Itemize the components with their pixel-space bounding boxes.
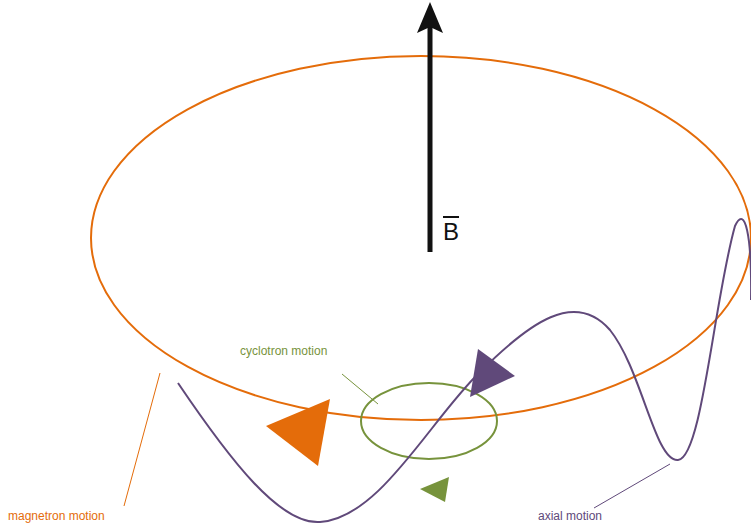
magnetron-orbit bbox=[91, 56, 751, 420]
leader-line bbox=[124, 373, 160, 506]
leader-line bbox=[594, 464, 670, 508]
cyclotron-arrow-head bbox=[420, 477, 449, 502]
motion-label: axial motion bbox=[538, 510, 602, 524]
field-symbol: B bbox=[443, 218, 459, 246]
field-arrow-shaft bbox=[428, 26, 433, 252]
field-arrow-head bbox=[417, 2, 443, 33]
motion-label: cyclotron motion bbox=[240, 345, 327, 359]
leader-line bbox=[342, 374, 378, 404]
axial-path bbox=[178, 219, 751, 522]
axial-arrow-head bbox=[470, 349, 515, 397]
motion-label: magnetron motion bbox=[8, 510, 105, 524]
cyclotron-orbit bbox=[361, 383, 497, 459]
magnetron-arrow-head bbox=[266, 399, 330, 466]
